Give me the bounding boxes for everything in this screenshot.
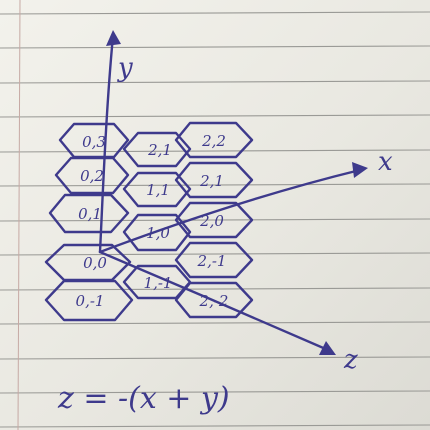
z-axis-line xyxy=(98,250,330,352)
x-axis-line xyxy=(98,168,362,254)
cell-label-2-minus1: 2,-1 xyxy=(197,252,227,270)
hex-cell-2-0 xyxy=(174,201,254,239)
axes: y x z xyxy=(98,30,393,375)
hex-cell-2-minus1 xyxy=(174,241,254,279)
hex-cell-0-1 xyxy=(48,193,130,234)
z-axis-label: z xyxy=(343,345,358,375)
y-axis-label: y xyxy=(117,53,133,83)
cell-label-0-0: 0,0 xyxy=(83,254,107,272)
y-axis-arrowhead xyxy=(106,30,121,46)
cell-label-0-3: 0,3 xyxy=(82,133,106,151)
hex-cell-1-0 xyxy=(122,213,192,252)
cell-label-2-1: 2,1 xyxy=(199,172,224,190)
hex-cell-2-2 xyxy=(174,121,254,159)
cell-label-2-2: 2,2 xyxy=(201,132,226,150)
hex-cell-2-1-top xyxy=(122,131,192,168)
x-axis-label: x xyxy=(378,147,393,177)
hex-cell-2-minus2 xyxy=(174,281,254,319)
hex-grid xyxy=(44,121,254,322)
cell-label-2-0: 2,0 xyxy=(199,212,224,230)
hex-cell-1-1 xyxy=(122,171,192,208)
hex-cell-2-1 xyxy=(174,161,254,199)
cell-labels: 0,3 0,2 0,1 0,0 0,-1 2,1 1,1 1,0 1,-1 2,… xyxy=(76,132,229,310)
hex-cell-0-2 xyxy=(54,156,130,195)
z-axis-arrowhead xyxy=(319,341,336,355)
formula: z = -(x + y) xyxy=(57,381,230,416)
cell-label-0-1: 0,1 xyxy=(78,205,102,223)
cell-label-0-minus1: 0,-1 xyxy=(76,292,105,310)
cell-label-1-minus1: 1,-1 xyxy=(144,274,173,292)
cell-label-1-1: 1,1 xyxy=(146,181,170,199)
y-axis-line xyxy=(98,34,115,254)
cell-label-0-2: 0,2 xyxy=(80,167,104,185)
hex-cell-0-minus1 xyxy=(44,279,134,322)
x-axis-arrowhead xyxy=(352,162,368,178)
cell-label-2-1-top: 2,1 xyxy=(147,141,172,159)
